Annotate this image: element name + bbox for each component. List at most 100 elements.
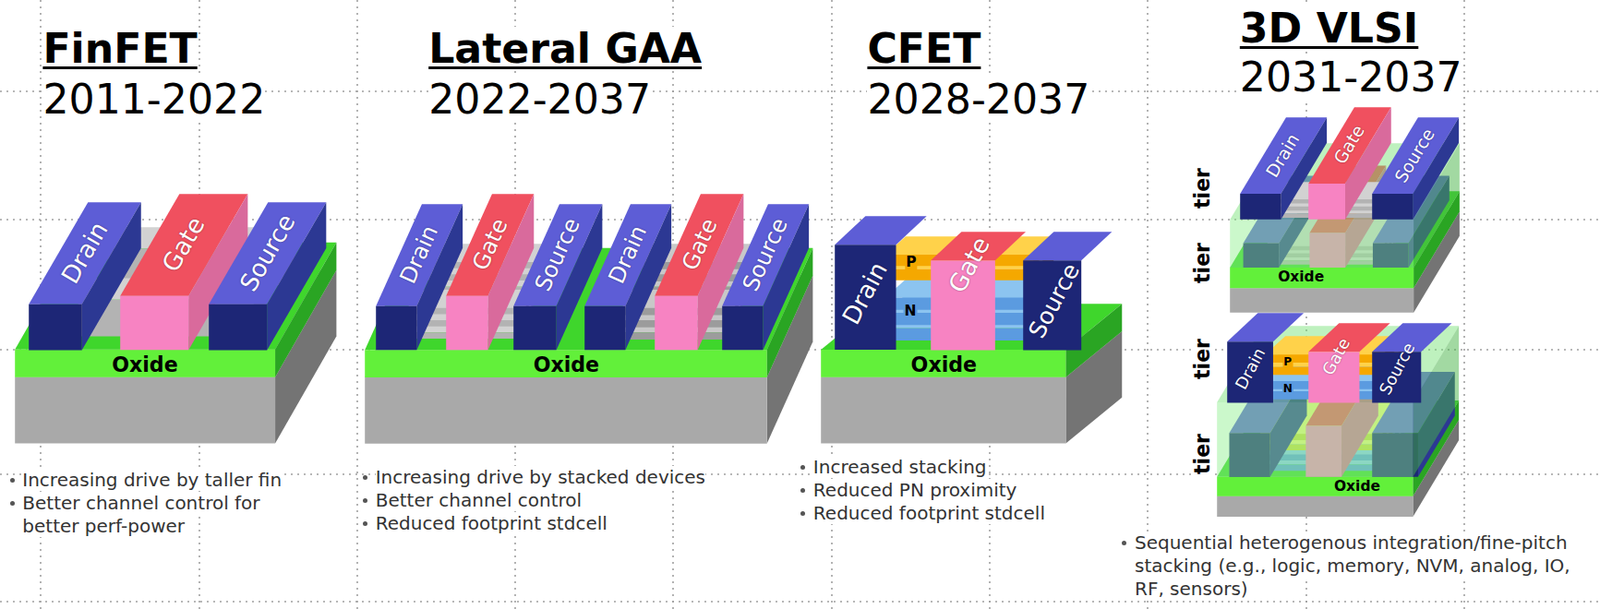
front-face	[1229, 288, 1414, 313]
layer-label: P	[904, 255, 917, 270]
front-face	[15, 349, 277, 378]
side-face	[755, 243, 764, 270]
front-face	[885, 269, 1034, 281]
oxide-label: Oxide	[1277, 270, 1324, 285]
source-electrode: Source	[720, 202, 811, 352]
source-electrode: Source	[1021, 229, 1115, 353]
side-face	[275, 242, 337, 378]
front-face	[821, 349, 1067, 378]
front-face	[821, 377, 1067, 445]
side-face	[1413, 326, 1460, 479]
bullet-dot	[362, 475, 368, 481]
grid-line	[40, 0, 1465, 609]
front-face	[365, 349, 768, 378]
front-face	[108, 249, 284, 287]
side-face	[1034, 251, 1055, 281]
top-face	[408, 289, 534, 309]
front-face	[408, 308, 526, 315]
front-face	[721, 306, 763, 351]
bullet-dot	[800, 465, 806, 470]
bullet-text: Reduced footprint stdcell	[813, 502, 1046, 525]
bullet-text: Better channel control	[375, 489, 582, 512]
bullet-dot	[362, 498, 368, 504]
bullet-list: Increased stackingReduced PN proximityRe…	[796, 456, 1119, 526]
front-face	[885, 328, 1034, 341]
bullet-item: Increased stacking	[796, 456, 1119, 480]
layer-label: N	[1282, 383, 1294, 395]
side-face	[525, 301, 534, 327]
top-face	[108, 227, 296, 249]
bullet-list: Sequential heterogenous integration/fine…	[1118, 531, 1592, 602]
front-face	[428, 262, 546, 269]
front-face	[15, 377, 277, 445]
front-face	[209, 303, 268, 350]
side-face	[253, 278, 266, 337]
bullet-text: Increasing drive by taller fin	[22, 469, 282, 492]
side-face	[767, 248, 814, 378]
side-face	[1413, 143, 1460, 268]
front-face	[1264, 213, 1383, 217]
year-range: 2031-2037	[1239, 55, 1463, 101]
side-face	[1383, 195, 1394, 217]
bullet-text: Sequential heterogenous integration/fine…	[1134, 531, 1571, 601]
front-face	[408, 320, 526, 327]
side-face	[1383, 362, 1404, 390]
section-heading: Lateral GAA	[428, 26, 702, 73]
bullet-item: Increasing drive by taller fin	[6, 469, 309, 493]
top-face	[642, 255, 763, 275]
bullet-text: Better channel control for better perf-p…	[22, 492, 260, 538]
bullet-dot	[1121, 541, 1127, 546]
bullet-item: Increasing drive by stacked devices	[359, 466, 784, 490]
bullet-dot	[800, 511, 806, 517]
bullet-dot	[10, 478, 15, 483]
side-face	[525, 313, 534, 339]
side-face	[1034, 310, 1055, 341]
bullet-list: Increasing drive by taller finBetter cha…	[6, 469, 309, 539]
bullet-text: Reduced PN proximity	[813, 479, 1018, 502]
bullet-dot	[362, 521, 368, 527]
bullet-item: Reduced footprint stdcell	[796, 502, 1119, 526]
bullet-item: Reduced PN proximity	[796, 479, 1119, 503]
source-electrode: Source	[1370, 321, 1455, 406]
drain-electrode: Drain	[832, 214, 929, 352]
front-face	[622, 320, 735, 328]
source-electrode: Source	[206, 200, 329, 353]
year-range: 2022-2037	[428, 77, 651, 123]
front-face	[642, 274, 756, 282]
section-heading: CFET	[866, 26, 981, 73]
section-heading: FinFET	[42, 26, 197, 73]
front-face	[375, 306, 417, 351]
front-face	[642, 262, 756, 270]
front-face	[622, 332, 735, 340]
side-face	[1383, 181, 1394, 204]
section-heading: 3D VLSI	[1239, 6, 1419, 52]
top-face	[408, 313, 534, 333]
side-face	[525, 289, 534, 315]
front-face	[1372, 193, 1414, 220]
layer-label: N	[902, 304, 917, 319]
oxide-label: Oxide	[111, 353, 178, 374]
side-face	[545, 243, 554, 269]
front-face	[78, 300, 254, 337]
front-face	[365, 377, 768, 445]
bullet-dot	[10, 501, 15, 506]
year-range: 2011-2022	[42, 77, 265, 123]
front-face	[445, 296, 488, 351]
bullet-list: Increasing drive by stacked devicesBette…	[359, 466, 784, 536]
oxide-label: Oxide	[1334, 481, 1381, 495]
front-face	[1229, 219, 1414, 268]
side-face	[1383, 373, 1404, 401]
side-face	[1034, 236, 1055, 266]
side-face	[1383, 336, 1404, 364]
bullet-item: Sequential heterogenous integration/fine…	[1118, 531, 1592, 602]
top-face	[428, 255, 554, 275]
layer-label: P	[1282, 356, 1293, 368]
front-face	[408, 332, 526, 339]
side-face	[734, 301, 744, 328]
top-face	[622, 301, 743, 321]
bullet-text: Increasing drive by stacked devices	[375, 466, 706, 489]
tier-label: tier	[1191, 336, 1213, 382]
front-face	[1217, 496, 1414, 518]
bullet-item: Better channel control for better perf-p…	[6, 492, 309, 539]
oxide-label: Oxide	[533, 354, 600, 375]
